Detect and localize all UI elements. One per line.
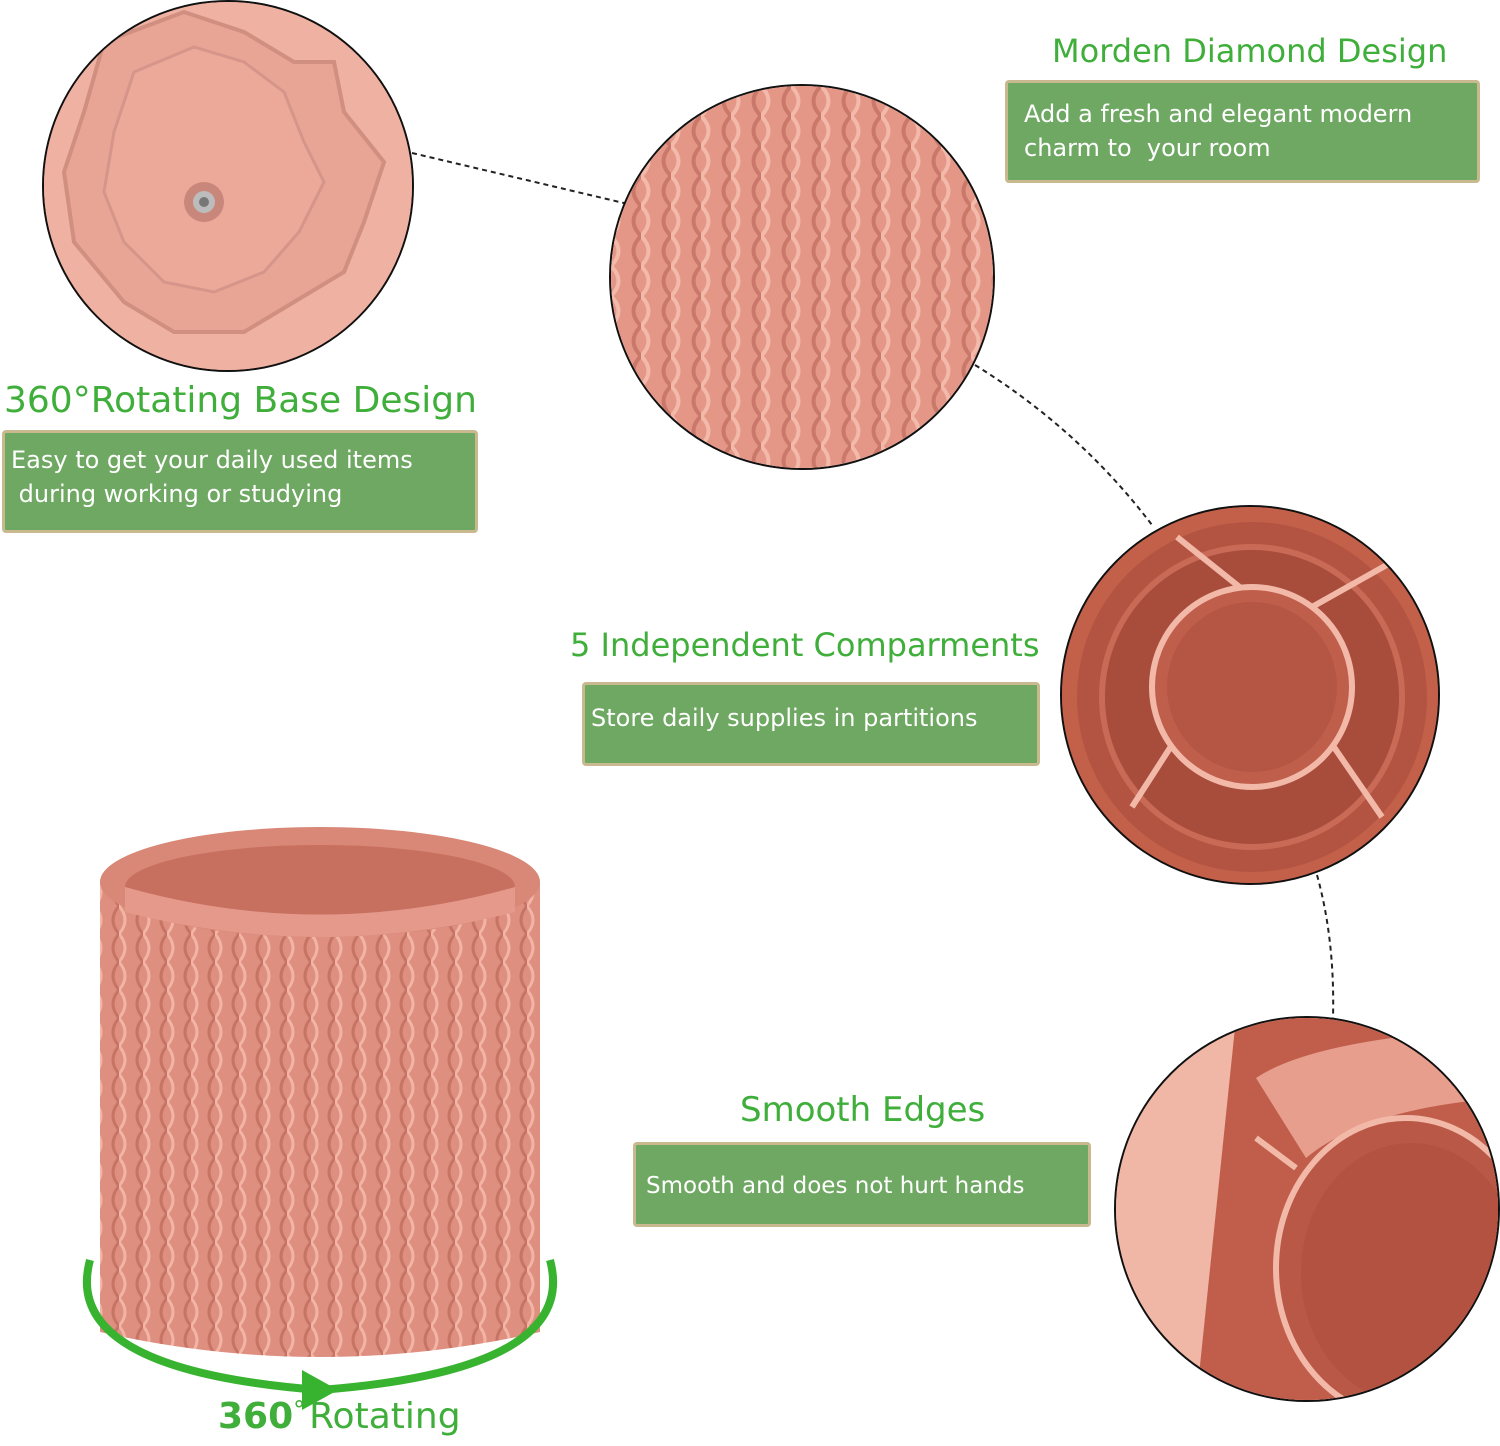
rotation-arrow-icon <box>82 1258 558 1410</box>
rotation-word: Rotating <box>309 1396 461 1437</box>
rotation-degree: ° <box>293 1396 306 1424</box>
smooth-edges-image <box>1114 1016 1500 1402</box>
smooth-edges-box: Smooth and does not hurt hands <box>633 1142 1091 1227</box>
compartments-box: Store daily supplies in partitions <box>582 682 1040 766</box>
smooth-edges-title: Smooth Edges <box>740 1090 986 1130</box>
compartments-title: 5 Independent Comparments <box>570 626 1040 664</box>
rotating-base-line1: Easy to get your daily used items <box>11 446 413 474</box>
diamond-texture-image <box>609 84 995 470</box>
pen-holder-image <box>95 822 545 1382</box>
diamond-design-title: Morden Diamond Design <box>1052 32 1448 70</box>
base-closeup-image <box>42 0 414 372</box>
diamond-design-line1: Add a fresh and elegant modern <box>1024 100 1413 128</box>
diamond-design-line2: charm to your room <box>1024 134 1271 162</box>
rotating-base-title: 360°Rotating Base Design <box>4 380 477 421</box>
compartments-line1: Store daily supplies in partitions <box>591 704 978 732</box>
rotating-base-box: Easy to get your daily used items during… <box>2 430 478 533</box>
smooth-edges-line1: Smooth and does not hurt hands <box>646 1173 1025 1199</box>
rotation-label: 360°Rotating <box>218 1396 461 1446</box>
rotating-base-line2: during working or studying <box>11 480 343 508</box>
compartments-image <box>1060 505 1440 885</box>
diamond-design-box: Add a fresh and elegant modern charm to … <box>1005 80 1480 183</box>
rotation-number: 360 <box>218 1396 294 1437</box>
